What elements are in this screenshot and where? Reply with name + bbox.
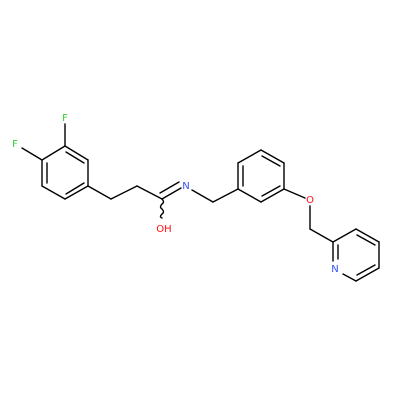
wavy-bond: [159, 198, 165, 219]
bond: [110, 185, 138, 200]
bond: [261, 155, 281, 167]
bond: [261, 185, 281, 197]
fluorine-atom-label: F: [12, 139, 18, 150]
bond: [356, 234, 376, 246]
hydroxyl-label: OH: [156, 224, 171, 235]
nitrogen-atom-label: N: [331, 264, 338, 275]
bond: [64, 185, 89, 200]
oxygen-atom-label: O: [306, 195, 314, 206]
bond: [212, 188, 239, 203]
bond: [260, 149, 285, 164]
bond: [65, 182, 85, 195]
nitrogen-atom-label: N: [182, 181, 189, 192]
bond: [237, 188, 262, 203]
bond: [283, 188, 306, 199]
bond: [41, 185, 66, 200]
bond: [87, 185, 112, 200]
bond: [161, 187, 182, 200]
bond: [332, 228, 357, 243]
bond: [309, 228, 334, 243]
bond: [41, 145, 66, 161]
atom-labels: F F N OH O N: [12, 113, 339, 275]
bond: [65, 151, 85, 164]
bond: [159, 181, 180, 194]
bond: [260, 188, 285, 203]
bond: [21, 147, 43, 161]
bond: [355, 267, 380, 282]
bond: [136, 185, 163, 200]
bonds: [21, 123, 380, 282]
bond: [191, 189, 214, 203]
bond: [342, 273, 357, 282]
bond: [64, 145, 89, 161]
bond: [237, 149, 262, 164]
fluorine-atom-label: F: [62, 113, 68, 124]
bond: [355, 228, 380, 243]
bond: [356, 264, 376, 276]
